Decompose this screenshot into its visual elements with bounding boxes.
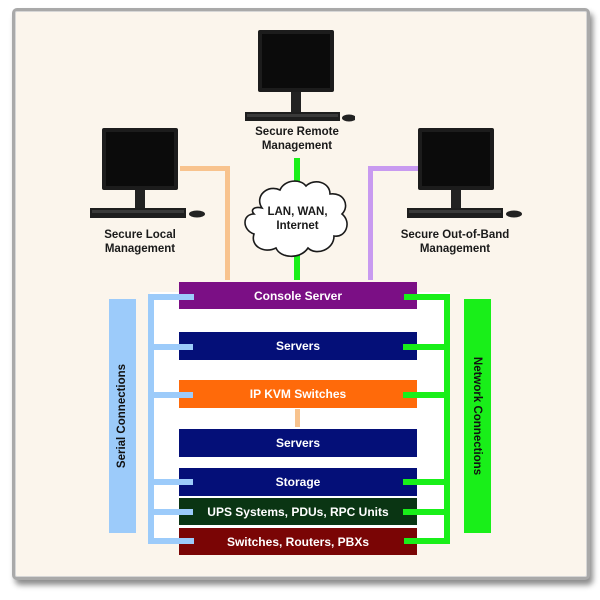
cloud-label-line2: Internet bbox=[276, 220, 319, 232]
serial-tap-kvm-overlay bbox=[179, 392, 193, 398]
network-tap-ups-overlay bbox=[403, 509, 417, 515]
stack-label: UPS Systems, PDUs, RPC Units bbox=[207, 504, 389, 519]
stack-storage[interactable]: Storage bbox=[179, 468, 417, 496]
network-tap-console-overlay bbox=[404, 294, 417, 300]
remote-label-line1: Secure Remote bbox=[255, 126, 339, 138]
local-label-line2: Management bbox=[104, 243, 176, 255]
oob-link-line bbox=[368, 166, 418, 171]
cloud-label: LAN, WAN, Internet bbox=[255, 205, 340, 233]
serial-bus-vertical bbox=[148, 294, 154, 541]
serial-tap-storage bbox=[148, 479, 193, 485]
stack-label: Servers bbox=[275, 436, 321, 450]
network-tap-servers bbox=[403, 344, 450, 350]
serial-tap-ups bbox=[148, 509, 193, 515]
network-bus-vertical bbox=[444, 294, 450, 544]
serial-bus-top bbox=[148, 294, 194, 300]
serial-tap-switches-overlay bbox=[179, 538, 194, 544]
oob-management-label: Secure Out-of-Band Management bbox=[385, 228, 525, 256]
cloud-label-line1: LAN, WAN, bbox=[267, 206, 328, 218]
serial-tap-storage-overlay bbox=[179, 479, 193, 485]
remote-label-line2: Management bbox=[261, 140, 333, 152]
stack-console-server[interactable]: Console Server bbox=[179, 282, 417, 309]
remote-link-line-lower bbox=[294, 250, 300, 280]
kvm-server-link bbox=[295, 409, 300, 427]
stack-ip-kvm-switches[interactable]: IP KVM Switches bbox=[179, 380, 417, 408]
remote-management-label: Secure Remote Management bbox=[222, 125, 372, 153]
network-tap-switches-overlay bbox=[404, 538, 417, 544]
serial-tap-kvm bbox=[148, 392, 193, 398]
stack-label: Servers bbox=[275, 339, 321, 353]
serial-connections-label: Serial Connections bbox=[116, 363, 129, 469]
network-tap-storage bbox=[403, 479, 450, 485]
network-tap-kvm bbox=[403, 392, 450, 398]
network-tap-storage-overlay bbox=[403, 479, 417, 485]
stack-label: IP KVM Switches bbox=[249, 387, 347, 401]
stack-ups-pdu-rpc[interactable]: UPS Systems, PDUs, RPC Units bbox=[179, 498, 417, 525]
network-tap-ups bbox=[403, 509, 450, 515]
computer-icon-local bbox=[90, 128, 205, 218]
oob-link-line-vertical bbox=[368, 166, 373, 280]
network-connections-bar: Network Connections bbox=[464, 299, 491, 533]
cloud-icon bbox=[244, 180, 348, 258]
network-tap-kvm-overlay bbox=[403, 392, 417, 398]
computer-icon-remote bbox=[245, 30, 355, 122]
local-management-label: Secure Local Management bbox=[75, 228, 205, 256]
serial-tap-servers bbox=[148, 344, 193, 350]
remote-link-line-upper bbox=[294, 158, 300, 188]
stack-servers-1[interactable]: Servers bbox=[179, 332, 417, 360]
network-connections-label: Network Connections bbox=[471, 356, 484, 476]
local-link-line-vertical bbox=[225, 166, 230, 280]
serial-tap-servers-overlay bbox=[179, 344, 193, 350]
local-label-line1: Secure Local bbox=[104, 229, 176, 241]
stack-label: Storage bbox=[275, 475, 321, 489]
serial-tap-ups-overlay bbox=[179, 509, 193, 515]
stack-label: Console Server bbox=[253, 288, 343, 303]
stack-servers-2[interactable]: Servers bbox=[179, 429, 417, 457]
stack-switches-routers-pbx[interactable]: Switches, Routers, PBXs bbox=[179, 528, 417, 555]
serial-connections-bar: Serial Connections bbox=[109, 299, 136, 533]
network-tap-console bbox=[404, 294, 450, 300]
local-link-line bbox=[180, 166, 230, 171]
serial-tap-console-overlay bbox=[179, 294, 194, 300]
network-tap-servers-overlay bbox=[403, 344, 417, 350]
stack-label: Switches, Routers, PBXs bbox=[226, 534, 370, 549]
oob-label-line2: Management bbox=[419, 243, 491, 255]
network-tap-switches bbox=[404, 538, 450, 544]
oob-label-line1: Secure Out-of-Band bbox=[400, 229, 510, 241]
serial-tap-switches bbox=[148, 538, 194, 544]
computer-icon-oob bbox=[407, 128, 522, 218]
